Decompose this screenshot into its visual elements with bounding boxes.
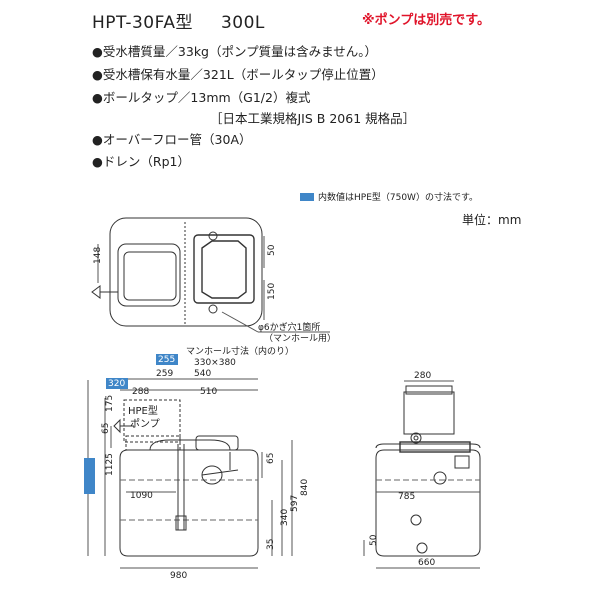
plan-pump-mount [193,234,255,304]
front-tank-body [119,449,259,557]
dim-left-65: 65 [101,423,111,434]
manhole-hole-label: φ6かぎ穴1箇所 [258,321,320,333]
unit-label: 単位：mm [462,213,522,227]
dim-785: 785 [398,492,415,502]
dim-148: 148 [93,247,103,264]
spec-weight: ●受水槽質量／33kg（ポンプ質量は含みません。） [92,44,377,59]
spec-drain: ●ドレン（Rp1） [92,154,190,169]
dim-259: 259 [156,369,173,379]
spec-water-volume: ●受水槽保有水量／321L（ボールタップ停止位置） [92,67,384,82]
dim-hpe-320: 320 [108,379,125,389]
dim-hpe-1143: 1143 [96,455,106,478]
manhole-hole-note: （マンホール用） [264,333,336,344]
hpe-box-255 [156,354,178,365]
dim-right-65: 65 [266,453,276,464]
side-view [363,380,481,569]
spec-jis-standard: ［日本工業規格JIS B 2061 規格品］ [210,111,416,126]
pump-label-1: HPE型 [128,404,158,417]
hpe-box-1143 [84,458,95,494]
plan-left-manhole [117,243,181,307]
pump-label-2: ポンプ [130,418,160,430]
manhole-size: 330×380 [194,358,236,368]
dim-280: 280 [414,371,431,381]
dim-340: 340 [280,509,290,526]
hpe-box-320 [106,378,128,389]
hpe-legend: 内数値はHPE型（750W）の寸法です。 [300,190,478,203]
dim-1125: 1125 [105,453,115,476]
dim-540: 540 [194,369,211,379]
plan-view [91,217,330,333]
dim-660: 660 [418,558,435,568]
pump-sold-separately-note: ※ポンプは別売です。 [362,13,490,28]
model-name: HPT-30FA型 [92,13,193,33]
dim-288: 288 [132,387,149,397]
plan-tank-outline [109,217,263,327]
side-tank-body [375,449,481,557]
hpe-pump-outline [123,399,181,443]
manhole-size-label: マンホール寸法（内のり） [186,345,294,357]
dim-hpe-255: 255 [158,355,175,365]
dim-side-50: 50 [369,534,379,546]
capacity: 300L [220,13,265,33]
dim-840: 840 [300,479,310,496]
dim-35: 35 [266,539,276,550]
spec-overflow: ●オーバーフロー管（30A） [92,132,252,147]
dim-597: 597 [290,495,300,512]
legend-swatch [300,192,314,201]
front-view [87,378,293,569]
spec-ball-tap: ●ボールタップ／13mm（G1/2）複式 [92,90,311,105]
legend-text: 内数値はHPE型（750W）の寸法です。 [318,193,479,203]
dim-1090: 1090 [130,491,153,501]
dim-175: 175 [105,395,115,412]
dim-980: 980 [170,571,187,581]
dim-plan-150: 150 [267,283,277,300]
page-title: HPT-30FA型 300L [92,8,265,33]
side-pump-motor [403,391,455,435]
dim-plan-50: 50 [267,244,277,256]
dim-510: 510 [200,387,217,397]
